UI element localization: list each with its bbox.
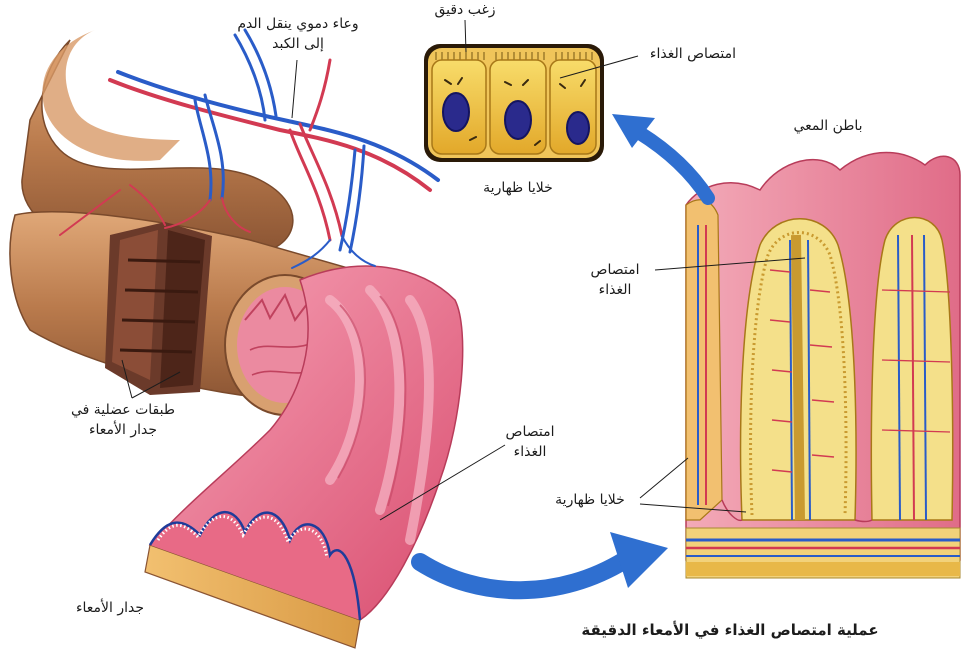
intestine-interior-label: باطن المعي [778,116,878,136]
muscle-layers-label: طبقات عضلية في جدار الأمعاء [48,400,198,440]
absorption-wall-label-line1: امتصاص [490,422,570,442]
villi-block [686,153,960,579]
epithelial-cells-villus-label: خلايا ظهارية [540,490,640,510]
absorption-villus-label-line2: الغذاء [575,280,655,300]
blood-vessel-label: وعاء دموي ينقل الدم إلى الكبد [228,14,368,54]
diagram-caption: عملية امتصاص الغذاء في الأمعاء الدقيقة [580,620,880,640]
intestine-tube [10,30,463,648]
absorption-villus-label: امتصاص الغذاء [575,260,655,300]
epithelial-cells-inset [424,44,604,162]
blood-vessel-label-line2: إلى الكبد [228,34,368,54]
muscle-layers [105,222,212,395]
epithelial-cells-top-label: خلايا ظهارية [468,178,568,198]
absorption-villus-label-line1: امتصاص [575,260,655,280]
absorption-wall-label-line2: الغذاء [490,442,570,462]
microvilli-label: زغب دقيق [420,0,510,20]
absorption-wall-label: امتصاص الغذاء [490,422,570,462]
absorption-cell-label: امتصاص الغذاء [628,44,758,64]
muscle-layers-label-line2: جدار الأمعاء [48,420,198,440]
intestine-wall-label: جدار الأمعاء [50,598,170,618]
muscle-layers-label-line1: طبقات عضلية في [48,400,198,420]
blood-vessel-label-line1: وعاء دموي ينقل الدم [228,14,368,34]
